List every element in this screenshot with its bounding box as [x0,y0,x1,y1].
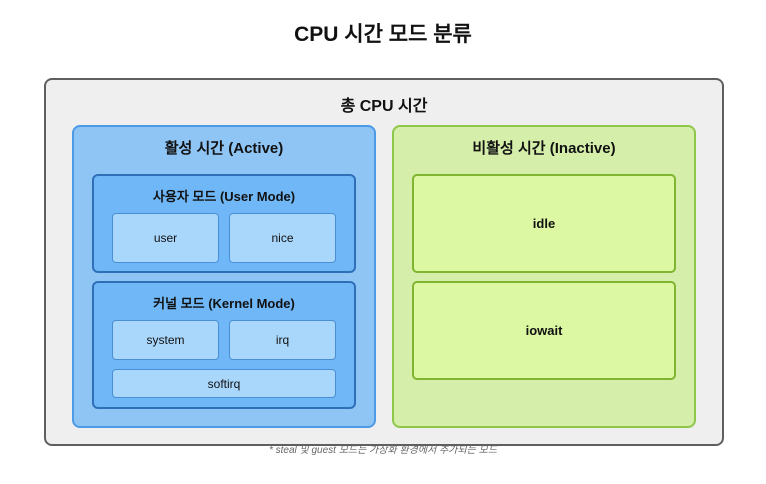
mode-irq: irq [229,320,336,360]
mode-system: system [112,320,219,360]
kernel-mode-label: 커널 모드 (Kernel Mode) [153,296,295,311]
footnote: * steal 및 guest 모드는 가상화 환경에서 추가되는 모드 [268,445,498,456]
inactive-time-panel [392,125,696,428]
mode-idle: idle [412,174,676,273]
user-mode-label: 사용자 모드 (User Mode) [152,189,296,204]
diagram-title: CPU 시간 모드 분류 [294,23,472,46]
mode-iowait: iowait [412,281,676,380]
mode-user: user [112,213,219,263]
mode-nice: nice [229,213,336,263]
inactive-time-label: 비활성 시간 (Inactive) [472,140,616,157]
mode-softirq: softirq [112,369,336,398]
total-cpu-time-label: 총 CPU 시간 [340,98,428,115]
active-time-label: 활성 시간 (Active) [164,140,284,157]
